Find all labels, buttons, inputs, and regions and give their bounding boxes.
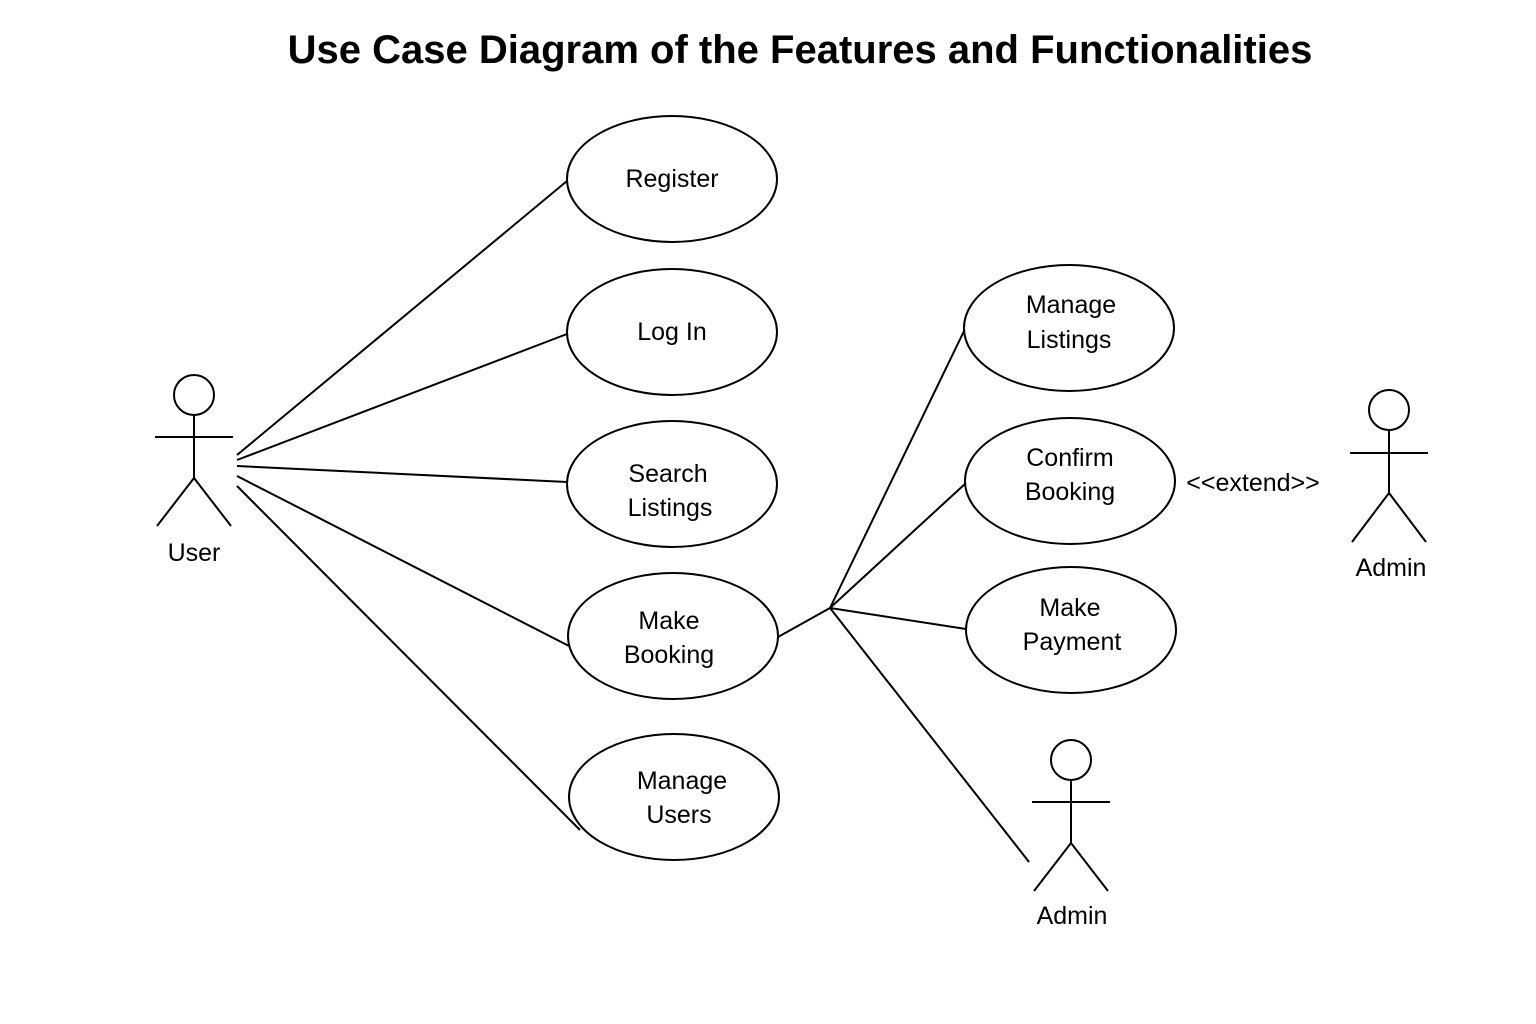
use-case-make-booking-label-line2: Booking [624, 641, 714, 669]
user-associations [236, 180, 581, 831]
association-booking-confirm-booking [829, 482, 967, 609]
actor-user: User [155, 374, 233, 567]
booking-associations [777, 328, 1030, 863]
use-case-make-booking: Make Booking [567, 572, 779, 700]
use-case-confirm-booking: Confirm Booking [964, 417, 1176, 545]
actor-admin-bottom-head-icon [1050, 739, 1092, 781]
use-case-manage-users-label-line1: Manage [637, 767, 727, 795]
association-booking-manage-listings [829, 328, 966, 609]
use-case-confirm-booking-label-line2: Booking [1025, 478, 1115, 506]
use-case-manage-listings: Manage Listings [963, 264, 1175, 392]
use-case-log-in-ellipse [566, 268, 778, 396]
use-case-manage-users: Manage Users [568, 733, 780, 861]
use-case-make-booking-label-line1: Make [638, 607, 699, 635]
actor-admin-bottom: Admin [1032, 739, 1110, 930]
use-case-search-listings-label-line1: Search [628, 460, 707, 488]
actor-user-left-leg [156, 477, 195, 527]
association-user-search-listings [236, 465, 568, 483]
use-case-make-payment: Make Payment [965, 566, 1177, 694]
use-case-manage-listings-label-line2: Listings [1027, 326, 1112, 354]
use-case-make-booking-ellipse [567, 572, 779, 700]
use-case-confirm-booking-ellipse [964, 417, 1176, 545]
actor-admin-right-head-icon [1368, 389, 1410, 431]
actor-admin-bottom-right-leg [1070, 842, 1109, 892]
association-user-log-in [236, 333, 568, 461]
use-case-make-payment-label-line2: Payment [1023, 628, 1122, 656]
use-case-register-label: Register [625, 165, 718, 193]
actor-admin-right: Admin [1350, 389, 1428, 582]
use-case-make-payment-ellipse [965, 566, 1177, 694]
use-case-manage-users-ellipse [568, 733, 780, 861]
use-case-register-ellipse [566, 115, 778, 243]
association-booking-make-payment [829, 607, 967, 630]
actor-user-head-icon [173, 374, 215, 416]
extend-stereotype-label: <<extend>> [1186, 469, 1319, 497]
use-case-manage-listings-label-line1: Manage [1026, 291, 1116, 319]
actor-admin-right-left-leg [1351, 492, 1390, 543]
use-case-search-listings: Search Listings [566, 420, 778, 548]
actor-admin-right-label: Admin [1356, 554, 1427, 582]
use-case-search-listings-ellipse [566, 420, 778, 548]
actor-user-right-leg [193, 477, 232, 527]
use-case-confirm-booking-label-line1: Confirm [1026, 444, 1114, 472]
use-case-manage-listings-ellipse [963, 264, 1175, 392]
actor-admin-bottom-label: Admin [1037, 902, 1108, 930]
association-user-manage-users [236, 485, 581, 831]
use-case-log-in-label: Log In [637, 318, 707, 346]
actor-admin-bottom-left-leg [1033, 842, 1072, 892]
actor-user-label: User [168, 539, 221, 567]
association-user-make-booking [236, 475, 570, 647]
association-booking-admin [829, 607, 1030, 863]
actor-admin-right-right-leg [1388, 492, 1427, 543]
use-case-register: Register [566, 115, 778, 243]
association-make-booking-hub [777, 607, 831, 638]
use-case-search-listings-label-line2: Listings [628, 494, 713, 522]
use-case-make-payment-label-line1: Make [1039, 594, 1100, 622]
use-case-manage-users-label-line2: Users [646, 801, 711, 829]
diagram-title: Use Case Diagram of the Features and Fun… [288, 28, 1313, 72]
association-user-register [236, 180, 568, 456]
use-case-log-in: Log In [566, 268, 778, 396]
